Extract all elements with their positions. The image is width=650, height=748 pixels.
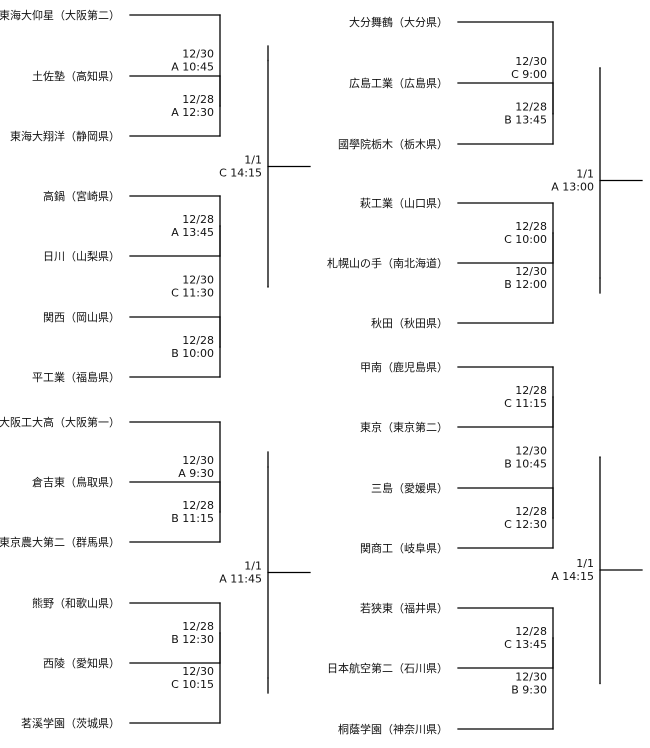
- match-date: 12/28: [182, 499, 214, 512]
- match-slot: A 14:15: [551, 570, 594, 583]
- match-slot: B 12:00: [504, 278, 547, 291]
- team-name: 西陵（愛知県）: [43, 656, 120, 670]
- match-slot: C 10:15: [171, 678, 214, 691]
- match-date: 12/30: [182, 665, 214, 678]
- team-name: 関商工（岐阜県）: [360, 541, 448, 555]
- match-slot: C 14:15: [219, 167, 262, 180]
- match-date: 12/30: [182, 454, 214, 467]
- match-slot: A 10:45: [171, 61, 214, 74]
- match-slot: A 11:45: [219, 573, 262, 586]
- team-name: 三島（愛媛県）: [371, 481, 448, 495]
- match-date: 12/28: [515, 625, 547, 638]
- match-date: 12/28: [182, 334, 214, 347]
- match-slot: A 12:30: [171, 106, 214, 119]
- match-date: 12/30: [515, 671, 547, 684]
- team-name: 高鍋（宮崎県）: [43, 189, 120, 203]
- match-date: 12/28: [182, 620, 214, 633]
- match-date: 1/1: [244, 560, 262, 573]
- match-date: 12/30: [182, 274, 214, 287]
- team-name: 関西（岡山県）: [43, 311, 120, 324]
- match-slot: C 13:45: [504, 638, 547, 651]
- match-date: 1/1: [576, 168, 594, 181]
- match-slot: C 12:30: [504, 518, 547, 531]
- match-slot: C 10:00: [504, 233, 547, 246]
- match-slot: B 10:00: [171, 347, 214, 360]
- match-slot: B 10:45: [504, 458, 547, 471]
- match-slot: A 9:30: [178, 467, 214, 480]
- match-date: 12/30: [515, 265, 547, 278]
- match-date: 12/28: [182, 213, 214, 226]
- match-slot: B 13:45: [504, 114, 547, 127]
- team-name: 大阪工大高（大阪第一）: [0, 415, 120, 429]
- team-name: 広島工業（広島県）: [349, 76, 448, 90]
- match-slot: B 11:15: [171, 512, 214, 525]
- match-date: 12/28: [515, 220, 547, 233]
- team-name: 萩工業（山口県）: [360, 197, 448, 210]
- match-slot: A 13:45: [171, 226, 214, 239]
- match-date: 12/28: [515, 505, 547, 518]
- team-name: 秋田（秋田県）: [371, 316, 448, 330]
- team-name: 東京（東京第二）: [360, 420, 448, 434]
- match-date: 12/30: [182, 48, 214, 61]
- match-date: 12/28: [515, 384, 547, 397]
- match-slot: C 9:00: [511, 68, 547, 81]
- team-name: 東京農大第二（群馬県）: [0, 535, 120, 549]
- team-name: 熊野（和歌山県）: [32, 596, 120, 610]
- team-name: 桐蔭学園（神奈川県）: [338, 722, 448, 736]
- team-name: 茗溪学園（茨城県）: [21, 716, 120, 730]
- match-slot: B 9:30: [511, 684, 547, 697]
- team-name: 札幌山の手（南北海道）: [327, 256, 448, 270]
- team-name: 甲南（鹿児島県）: [360, 360, 448, 374]
- match-date: 12/28: [515, 101, 547, 114]
- team-name: 平工業（福島県）: [32, 370, 120, 384]
- match-slot: C 11:30: [171, 287, 214, 300]
- match-date: 1/1: [244, 154, 262, 167]
- team-name: 大分舞鶴（大分県）: [349, 15, 448, 29]
- team-name: 東海大翔洋（静岡県）: [10, 129, 120, 143]
- bracket-labels: 東海大仰星（大阪第二） 土佐塾（高知県） 東海大翔洋（静岡県） 高鍋（宮崎県） 日川（山…: [0, 8, 594, 736]
- team-name: 倉吉東（鳥取県）: [32, 475, 120, 489]
- match-date: 12/30: [515, 55, 547, 68]
- team-name: 東海大仰星（大阪第二）: [0, 8, 120, 22]
- team-name: 日本航空第二（石川県）: [327, 661, 448, 675]
- match-slot: B 12:30: [171, 633, 214, 646]
- match-slot: A 13:00: [551, 181, 594, 194]
- team-name: 國學院栃木（栃木県）: [338, 137, 448, 151]
- bracket-lines: [129, 14, 643, 730]
- match-slot: C 11:15: [504, 397, 547, 410]
- match-date: 12/28: [182, 93, 214, 106]
- match-date: 12/30: [515, 445, 547, 458]
- team-name: 若狭東（福井県）: [360, 601, 448, 615]
- match-date: 1/1: [576, 557, 594, 570]
- team-name: 日川（山梨県）: [43, 249, 120, 263]
- team-name: 土佐塾（高知県）: [32, 69, 120, 83]
